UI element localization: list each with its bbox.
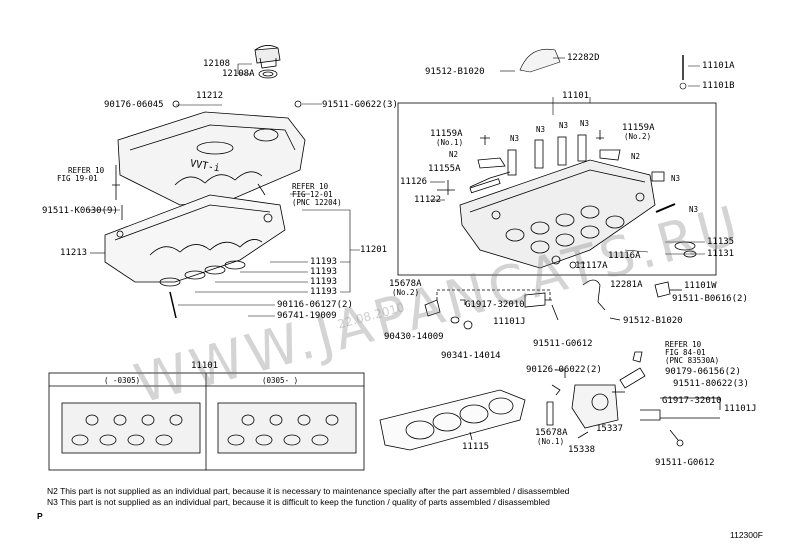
label-11213: 11213 (60, 248, 88, 258)
label-pnc-83530a: (PNC 83530A) (665, 356, 720, 365)
label-11101j-a: 11101J (493, 317, 526, 327)
inset-col-right: (0305- ) (262, 376, 299, 385)
cylinder-head (459, 159, 656, 269)
label-11193-1: 11193 (310, 257, 338, 267)
leader-lines-right (430, 48, 705, 264)
label-g1917-32010-b: G1917-32010 (662, 396, 722, 406)
label-n2-a: N2 (449, 150, 459, 159)
lower-middle-parts (424, 279, 682, 330)
label-96741-19009: 96741-19009 (277, 311, 337, 321)
label-no2-b: (No.2) (392, 288, 420, 297)
leader-lines-left (88, 63, 360, 317)
oil-control-valve (546, 351, 721, 447)
label-91511-g0622: 91511-G0622(3) (322, 100, 398, 110)
svg-text:VVT-i: VVT-i (189, 158, 221, 174)
label-11135: 11135 (707, 237, 735, 247)
label-11193-4: 11193 (310, 287, 338, 297)
label-11201: 11201 (360, 245, 388, 255)
label-11101-head: 11101 (562, 91, 590, 101)
label-fig-84-01: FIG 84-01 (665, 348, 706, 357)
label-11155a: 11155A (428, 164, 461, 174)
label-11115: 11115 (462, 442, 490, 452)
engine-cover: VVT-i (117, 100, 306, 206)
label-12281a: 12281A (610, 280, 643, 290)
label-91511-g0612-a: 91511-G0612 (533, 339, 593, 349)
inset-head-right (217, 402, 357, 454)
dowel-pins (437, 130, 697, 269)
note-n3: N3 This part is not supplied as an indiv… (47, 497, 550, 507)
label-90179-06156: 90179-06156(2) (665, 367, 741, 377)
label-90176-06045: 90176-06045 (104, 100, 164, 110)
label-no1-a: (No.1) (436, 138, 464, 147)
p-marker: P (37, 511, 43, 521)
label-11101j-b: 11101J (724, 404, 757, 414)
label-11101b: 11101B (702, 81, 735, 91)
label-15337: 15337 (596, 424, 624, 434)
label-11212: 11212 (196, 91, 224, 101)
inset-frame (48, 372, 365, 471)
inset-col-left: ( -0305) (104, 376, 141, 385)
oil-filler-cap (254, 45, 281, 79)
label-91511-k0630: 91511-K0630(9) (42, 206, 118, 216)
label-n3-b: N3 (536, 125, 546, 134)
cylinder-head-frame (397, 102, 717, 276)
cylinder-head-cover (104, 165, 286, 319)
label-12282d: 12282D (567, 53, 600, 63)
label-90430-14009: 90430-14009 (384, 332, 444, 342)
label-12108a: 12108A (222, 69, 255, 79)
note-n2: N2 This part is not supplied as an indiv… (47, 486, 570, 496)
label-fig-12-01: FIG 12-01 (292, 190, 333, 199)
label-pnc-12204: (PNC 12204) (292, 198, 342, 207)
label-g1917-32010-a: G1917-32010 (465, 300, 525, 310)
page-code: 112300F (730, 530, 763, 540)
label-n3-c: N3 (559, 121, 569, 130)
label-n2-b: N2 (631, 152, 641, 161)
label-11101a: 11101A (702, 61, 735, 71)
head-gasket (379, 389, 526, 451)
label-11131: 11131 (707, 249, 735, 259)
label-refer-10-a: REFER 10 (68, 166, 105, 175)
label-91511-b0616: 91511-B0616(2) (672, 294, 748, 304)
label-90116-06127: 90116-06127(2) (277, 300, 353, 310)
label-11193-3: 11193 (310, 277, 338, 287)
label-15678a-bottom: 15678A (535, 428, 568, 438)
label-fig-19-01: FIG 19-01 (57, 174, 98, 183)
label-n3-d: N3 (580, 119, 590, 128)
label-n3-f: N3 (689, 205, 699, 214)
label-n3-a: N3 (510, 134, 520, 143)
label-11159a-no1: 11159A (430, 129, 463, 139)
label-no2-a: (No.2) (624, 132, 652, 141)
label-11122: 11122 (414, 195, 442, 205)
label-15678a-top: 15678A (389, 279, 422, 289)
label-no1-b: (No.1) (537, 437, 565, 446)
label-91512-b1020-top: 91512-B1020 (425, 67, 485, 77)
label-12108: 12108 (203, 59, 231, 69)
label-90126-06022: 90126-06022(2) (526, 365, 602, 375)
label-11126: 11126 (400, 177, 428, 187)
label-11117a: 11117A (575, 261, 608, 271)
label-90341-14014: 90341-14014 (441, 351, 501, 361)
label-refer-10-b: REFER 10 (292, 182, 329, 191)
inset-title: 11101 (191, 361, 219, 371)
label-refer-10-c: REFER 10 (665, 340, 702, 349)
label-15338: 15338 (568, 445, 596, 455)
label-11101w: 11101W (684, 281, 717, 291)
label-11159a-no2: 11159A (622, 123, 655, 133)
label-11193-2: 11193 (310, 267, 338, 277)
label-91512-b1020-b: 91512-B1020 (623, 316, 683, 326)
label-91511-g0612-b: 91511-G0612 (655, 458, 715, 468)
label-91511-80622: 91511-80622(3) (673, 379, 749, 389)
label-11116a: 11116A (608, 251, 641, 261)
label-n3-e: N3 (671, 174, 681, 183)
inset-head-left (61, 402, 201, 454)
